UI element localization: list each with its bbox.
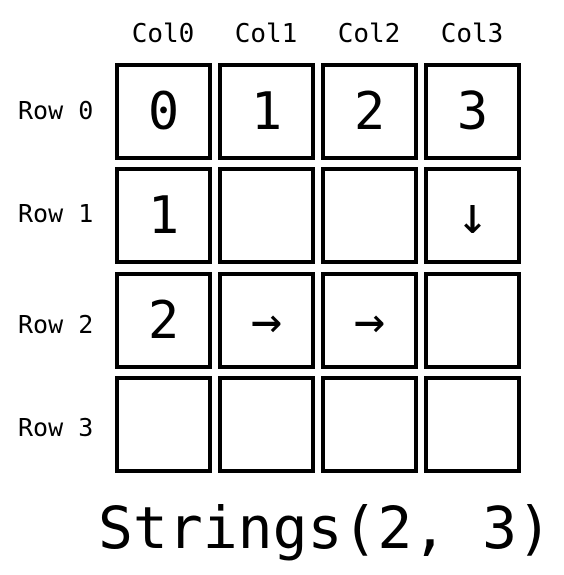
- grid-cell-r3-c2: [321, 376, 418, 473]
- cell-value: 2: [147, 290, 180, 351]
- right-arrow-icon: →: [353, 290, 386, 351]
- cell-value: 2: [353, 81, 386, 142]
- cell-value: 0: [147, 81, 180, 142]
- grid-cell-r0-c2: 2: [321, 63, 418, 160]
- row-label-3: Row 3: [18, 413, 94, 442]
- column-label-3: Col3: [440, 19, 504, 49]
- grid-cell-r0-c0: 0: [115, 63, 212, 160]
- down-arrow-icon: ↓: [456, 185, 489, 246]
- caption: Strings(2, 3): [98, 494, 552, 562]
- grid-cell-r3-c3: [424, 376, 521, 473]
- grid-cell-r1-c0: 1: [115, 167, 212, 264]
- row-label-0: Row 0: [18, 96, 94, 125]
- column-label-1: Col1: [234, 19, 298, 49]
- grid-cell-r1-c1: [218, 167, 315, 264]
- grid-cell-r3-c1: [218, 376, 315, 473]
- grid-cell-r2-c2: →: [321, 272, 418, 369]
- row-label-1: Row 1: [18, 199, 94, 228]
- right-arrow-icon: →: [250, 290, 283, 351]
- grid-cell-r2-c3: [424, 272, 521, 369]
- grid-cell-r0-c3: 3: [424, 63, 521, 160]
- grid-cell-r1-c2: [321, 167, 418, 264]
- row-label-2: Row 2: [18, 310, 94, 339]
- column-label-0: Col0: [131, 19, 195, 49]
- grid-cell-r2-c0: 2: [115, 272, 212, 369]
- column-label-2: Col2: [337, 19, 401, 49]
- grid-cell-r1-c3: ↓: [424, 167, 521, 264]
- grid-cell-r0-c1: 1: [218, 63, 315, 160]
- grid-cell-r2-c1: →: [218, 272, 315, 369]
- grid-cell-r3-c0: [115, 376, 212, 473]
- cell-value: 1: [147, 185, 180, 246]
- cell-value: 3: [456, 81, 489, 142]
- cell-value: 1: [250, 81, 283, 142]
